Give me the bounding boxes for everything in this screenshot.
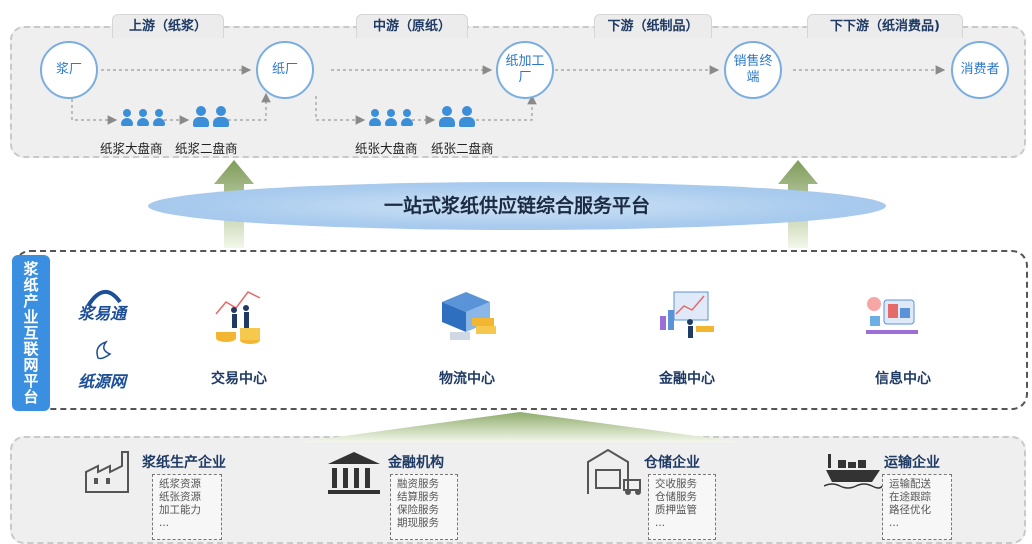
node-consumer: 消费者 <box>951 41 1009 99</box>
service-item: 纸张资源 <box>159 491 201 503</box>
pulp-second-dealer-icon <box>192 106 230 128</box>
service-item: 质押监管 <box>655 504 697 516</box>
platform-ellipse <box>148 182 886 230</box>
service-item: 纸浆资源 <box>159 478 201 490</box>
paper-second-dealer-icon <box>438 106 476 128</box>
dealer-label-paper-big: 纸张大盘商 <box>355 141 418 156</box>
dealer-label-pulp-big: 纸浆大盘商 <box>100 141 163 156</box>
jiangyitong-logo-icon <box>86 290 122 308</box>
trading-icon <box>215 291 261 344</box>
enterprise-title-transport: 运输企业 <box>884 455 940 471</box>
industry-platform-panel <box>14 250 1028 410</box>
center-label-trading: 交易中心 <box>211 371 267 387</box>
service-item: 结算服务 <box>397 491 439 503</box>
dealer-label-paper-second: 纸张二盘商 <box>431 141 494 156</box>
platform-title: 一站式浆纸供应链综合服务平台 <box>383 195 650 217</box>
paper-big-dealer-icon <box>368 109 414 127</box>
upward-wedge-arrow <box>300 412 740 442</box>
information-icon <box>866 297 918 334</box>
platform-side-label: 浆纸产业互联网平台 <box>12 255 50 411</box>
dealer-label-pulp-second: 纸浆二盘商 <box>175 141 238 156</box>
warehouse-icon <box>587 448 641 495</box>
center-label-information: 信息中心 <box>875 371 931 387</box>
bank-icon <box>328 452 380 494</box>
center-label-logistics: 物流中心 <box>439 371 495 387</box>
service-item: ... <box>159 517 170 529</box>
service-item: 交收服务 <box>655 478 697 490</box>
ship-icon <box>824 454 882 489</box>
service-item: 期现服务 <box>397 517 439 529</box>
service-item: 加工能力 <box>159 504 201 516</box>
center-label-finance: 金融中心 <box>659 371 715 387</box>
node-sales-terminal: 销售终端 <box>724 41 782 99</box>
logistics-icon <box>442 292 496 340</box>
service-item: 在途跟踪 <box>889 491 931 503</box>
pulp-big-dealer-icon <box>120 109 166 127</box>
supply-chain-arrows <box>71 65 946 125</box>
stage-downstream-tab: 下游（纸制品） <box>594 14 712 38</box>
service-item: ... <box>889 517 900 529</box>
service-item: 运输配送 <box>889 478 931 490</box>
enterprise-services-finance: 融资服务 结算服务 保险服务 期现服务 <box>390 474 458 540</box>
service-item: ... <box>655 517 666 529</box>
stage-upstream-tab: 上游（纸浆） <box>112 14 224 38</box>
enterprise-title-production: 浆纸生产企业 <box>142 455 226 471</box>
enterprise-services-transport: 运输配送 在途跟踪 路径优化 ... <box>882 474 952 540</box>
node-paper-mill: 纸厂 <box>256 41 314 99</box>
service-item: 融资服务 <box>397 478 439 490</box>
service-item: 路径优化 <box>889 504 931 516</box>
factory-icon <box>85 451 129 493</box>
brand-zhiyuanwang: 纸源网 <box>78 372 127 391</box>
enterprise-title-warehouse: 仓储企业 <box>644 455 700 471</box>
stage-consumer-tab: 下下游（纸消费品) <box>807 14 963 38</box>
enterprise-services-warehouse: 交收服务 仓储服务 质押监管 ... <box>648 474 716 540</box>
node-paper-processing-plant: 纸加工厂 <box>496 41 554 99</box>
enterprise-services-production: 纸浆资源 纸张资源 加工能力 ... <box>152 474 222 540</box>
brand-jiangyitong: 浆易通 <box>78 304 127 323</box>
finance-icon <box>660 291 714 338</box>
node-pulp-mill: 浆厂 <box>40 41 98 99</box>
zhiyuanwang-logo-icon <box>96 340 112 360</box>
enterprise-title-finance: 金融机构 <box>388 455 444 471</box>
service-item: 保险服务 <box>397 504 439 516</box>
stage-midstream-tab: 中游（原纸） <box>356 14 468 38</box>
service-item: 仓储服务 <box>655 491 697 503</box>
